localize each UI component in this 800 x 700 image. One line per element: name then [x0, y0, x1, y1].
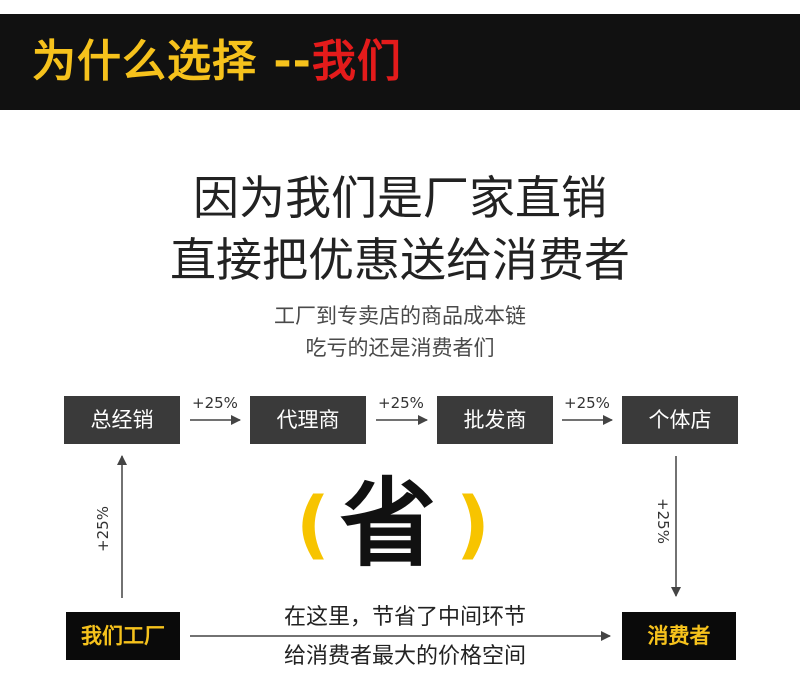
bottom-text-line-2: 给消费者最大的价格空间: [283, 644, 526, 669]
chain-box-wholesaler: 批发商: [437, 396, 553, 444]
header-banner: 为什么选择 --我们: [0, 14, 800, 110]
chain-box-retail-store: 个体店: [622, 396, 738, 444]
markup-label-2: +25%: [378, 394, 424, 412]
markup-label-1: +25%: [192, 394, 238, 412]
save-emphasis: ( 省 ): [296, 470, 496, 580]
headline-line-2: 直接把优惠送给消费者: [170, 233, 630, 287]
bottom-text-line-1: 在这里，节省了中间环节: [283, 605, 526, 630]
banner-title: 为什么选择 --我们: [32, 34, 402, 90]
subtext-line-2: 吃亏的还是消费者们: [305, 336, 495, 360]
banner-title-accent: 我们: [311, 36, 402, 87]
paren-right: ): [456, 482, 490, 568]
banner-title-main: 为什么选择 --: [32, 36, 312, 87]
chain-box-distributor: 总经销: [64, 396, 180, 444]
factory-box: 我们工厂: [66, 612, 180, 660]
headline-line-1: 因为我们是厂家直销: [193, 171, 607, 225]
paren-left: (: [296, 482, 330, 568]
consumer-box: 消费者: [622, 612, 736, 660]
chain-box-agent: 代理商: [250, 396, 366, 444]
save-character: 省: [340, 468, 436, 580]
markup-label-3: +25%: [564, 394, 610, 412]
subtext-line-1: 工厂到专卖店的商品成本链: [274, 304, 526, 328]
